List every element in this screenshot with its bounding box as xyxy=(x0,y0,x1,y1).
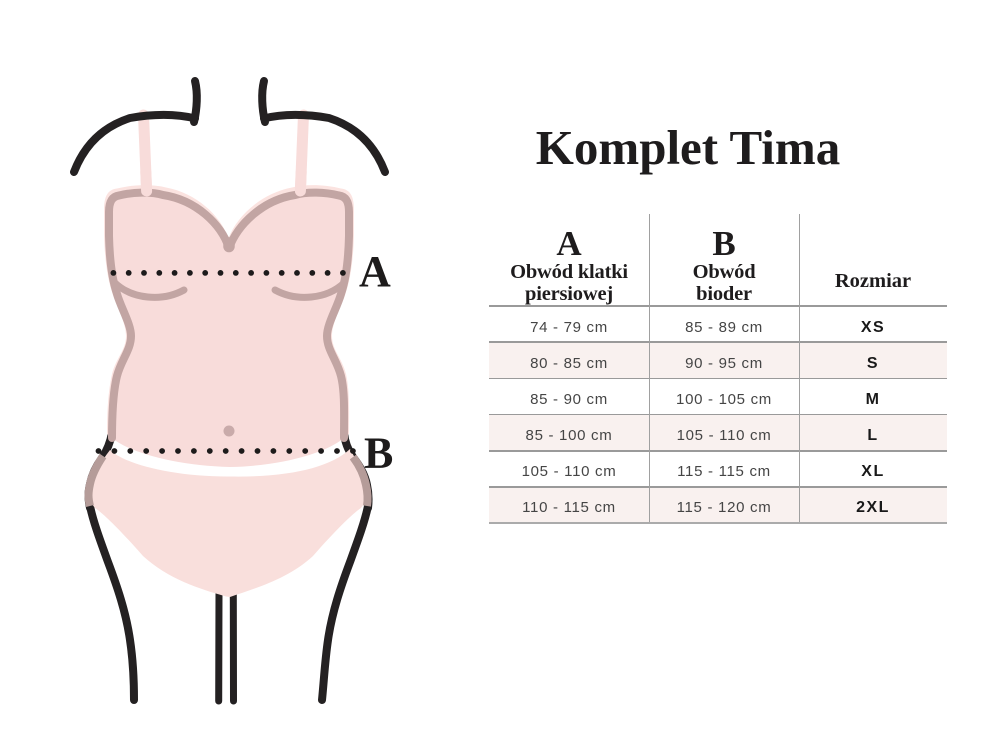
svg-text:B: B xyxy=(364,429,393,478)
svg-text:A: A xyxy=(359,247,391,296)
